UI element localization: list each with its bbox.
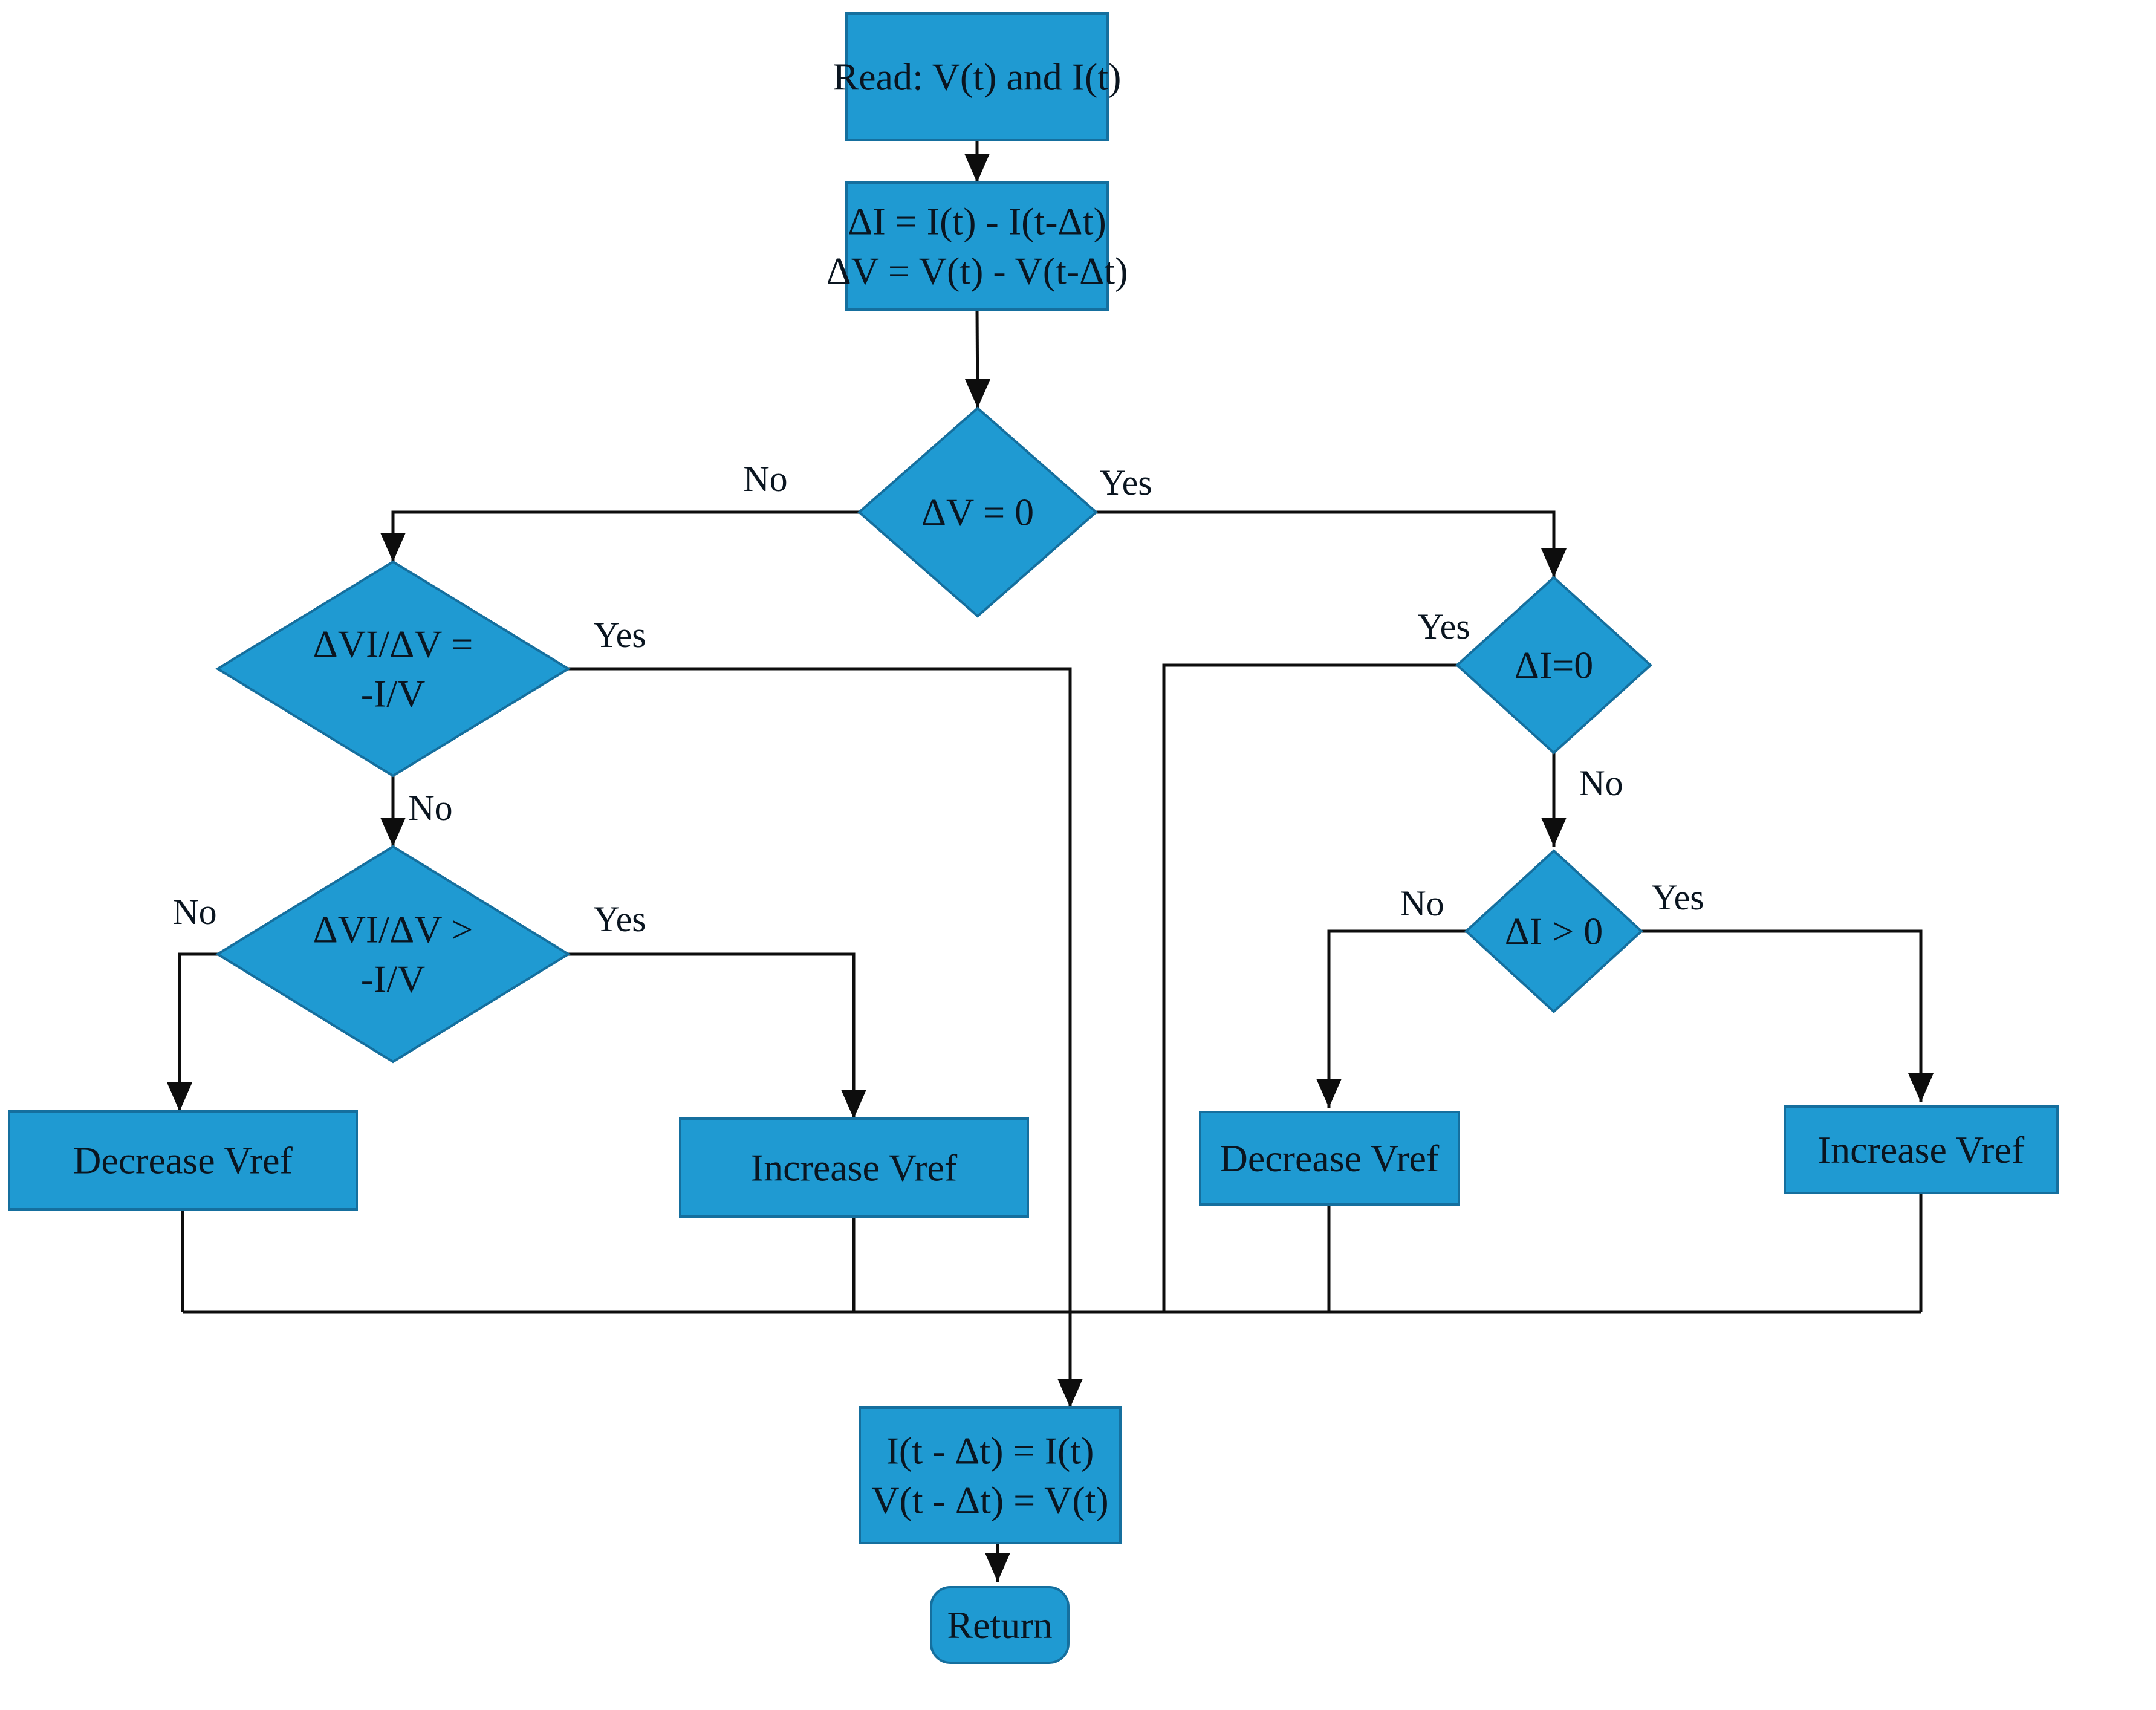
delta-calc-box-label: ΔI = I(t) - I(t-Δt)ΔV = V(t) - V(t-Δt) bbox=[826, 200, 1128, 293]
decrease-vref-right-box-label: Decrease Vref bbox=[1220, 1137, 1440, 1180]
edge-d3-yes: Yes bbox=[1162, 606, 1470, 1312]
arrowhead-icon bbox=[964, 154, 990, 183]
arrowhead-icon bbox=[841, 1090, 866, 1119]
return-terminator-label: Return bbox=[947, 1604, 1052, 1647]
di-zero-decision-label: ΔI=0 bbox=[1515, 644, 1594, 687]
edge-d4-yes-label: Yes bbox=[1651, 877, 1704, 917]
di-zero-decision-shape bbox=[1455, 576, 1652, 755]
arrowhead-icon bbox=[965, 379, 990, 408]
arrowhead-icon bbox=[1541, 548, 1567, 577]
update-values-box-label: I(t - Δt) = I(t)V(t - Δt) = V(t) bbox=[871, 1429, 1108, 1522]
edge-d4-no: No bbox=[1316, 883, 1466, 1108]
increase-vref-left-box-label: Increase Vref bbox=[751, 1146, 958, 1189]
edge-d1-yes-line bbox=[568, 667, 1072, 1408]
arrowhead-icon bbox=[985, 1553, 1010, 1582]
slope-greater-decision-label: ΔVI/ΔV >-I/V bbox=[313, 908, 473, 1001]
increase-vref-left-box-shape bbox=[679, 1117, 1029, 1218]
edge-dv0-no-line bbox=[391, 510, 859, 562]
edge-d3-yes-line bbox=[1162, 663, 1457, 1312]
increase-vref-right-box: Increase Vref bbox=[1784, 1105, 2059, 1194]
edge-d2-yes-line bbox=[568, 952, 856, 1119]
update-values-box: I(t - Δt) = I(t)V(t - Δt) = V(t) bbox=[859, 1406, 1122, 1544]
decrease-vref-left-box-shape bbox=[8, 1110, 358, 1211]
edge-d1-no: No bbox=[380, 776, 453, 847]
edge-d2-no: No bbox=[167, 892, 218, 1111]
delta-calc-box: ΔI = I(t) - I(t-Δt)ΔV = V(t) - V(t-Δt) bbox=[826, 181, 1128, 311]
arrowhead-icon bbox=[167, 1082, 192, 1111]
edge-dv0-yes-label: Yes bbox=[1099, 463, 1152, 502]
read-box-shape bbox=[845, 12, 1109, 141]
edge-dv0-no-label: No bbox=[743, 459, 787, 499]
di-greater-decision-label: ΔI > 0 bbox=[1505, 910, 1603, 953]
slope-equal-decision-shape bbox=[215, 560, 571, 778]
edge-delta-to-dv0 bbox=[965, 309, 990, 409]
edge-dv0-yes-line bbox=[1096, 510, 1556, 577]
arrowhead-icon bbox=[1316, 1079, 1342, 1108]
arrowhead-icon bbox=[1057, 1379, 1083, 1408]
delta-calc-box-shape bbox=[845, 181, 1109, 311]
edge-d3-no: No bbox=[1541, 753, 1623, 847]
edge-update-to-return bbox=[985, 1543, 1010, 1582]
update-values-box-shape bbox=[859, 1406, 1122, 1544]
edge-d2-yes-label: Yes bbox=[593, 899, 646, 939]
edge-dv0-yes: Yes bbox=[1096, 463, 1567, 577]
dv-zero-decision-shape bbox=[857, 406, 1099, 618]
decrease-vref-left-box-label: Decrease Vref bbox=[73, 1139, 293, 1182]
increase-vref-left-box: Increase Vref bbox=[679, 1117, 1029, 1218]
edge-d2-no-line bbox=[178, 952, 218, 1111]
increase-vref-right-box-label: Increase Vref bbox=[1818, 1128, 2025, 1171]
slope-equal-decision: ΔVI/ΔV =-I/V bbox=[215, 560, 571, 778]
dv-zero-decision: ΔV = 0 bbox=[857, 406, 1099, 618]
slope-greater-decision-shape bbox=[215, 845, 571, 1064]
decrease-vref-right-box: Decrease Vref bbox=[1199, 1111, 1460, 1206]
edge-d2-yes: Yes bbox=[568, 899, 866, 1119]
di-zero-decision: ΔI=0 bbox=[1455, 576, 1652, 755]
decrease-vref-left-box: Decrease Vref bbox=[8, 1110, 358, 1211]
dv-zero-decision-label: ΔV = 0 bbox=[921, 491, 1034, 534]
di-greater-decision-shape bbox=[1464, 849, 1643, 1013]
di-greater-decision: ΔI > 0 bbox=[1464, 849, 1643, 1013]
edge-d1-no-label: No bbox=[408, 788, 452, 828]
edge-d3-no-label: No bbox=[1579, 763, 1623, 803]
increase-vref-right-box-shape bbox=[1784, 1105, 2059, 1194]
edge-dv0-no: No bbox=[380, 459, 859, 562]
edge-d2-no-label: No bbox=[172, 892, 216, 932]
arrowhead-icon bbox=[1541, 818, 1567, 847]
arrowhead-icon bbox=[380, 818, 406, 847]
edge-d4-yes-line bbox=[1641, 929, 1923, 1102]
edge-d1-yes-label: Yes bbox=[593, 615, 646, 655]
return-terminator-shape bbox=[930, 1586, 1070, 1664]
read-box: Read: V(t) and I(t) bbox=[833, 12, 1122, 141]
edge-d4-no-label: No bbox=[1400, 883, 1444, 923]
read-box-label: Read: V(t) and I(t) bbox=[833, 56, 1122, 99]
arrowhead-icon bbox=[1908, 1073, 1934, 1102]
decrease-vref-right-box-shape bbox=[1199, 1111, 1460, 1206]
return-terminator: Return bbox=[930, 1586, 1070, 1664]
edge-d3-yes-label: Yes bbox=[1417, 606, 1470, 646]
arrowhead-icon bbox=[380, 533, 406, 562]
slope-equal-decision-label: ΔVI/ΔV =-I/V bbox=[313, 623, 473, 715]
edge-d4-yes: Yes bbox=[1641, 877, 1934, 1102]
slope-greater-decision: ΔVI/ΔV >-I/V bbox=[215, 845, 571, 1064]
edge-read-to-delta bbox=[964, 140, 990, 183]
edge-d4-no-line bbox=[1327, 929, 1466, 1108]
edge-d1-yes: Yes bbox=[568, 615, 1083, 1408]
